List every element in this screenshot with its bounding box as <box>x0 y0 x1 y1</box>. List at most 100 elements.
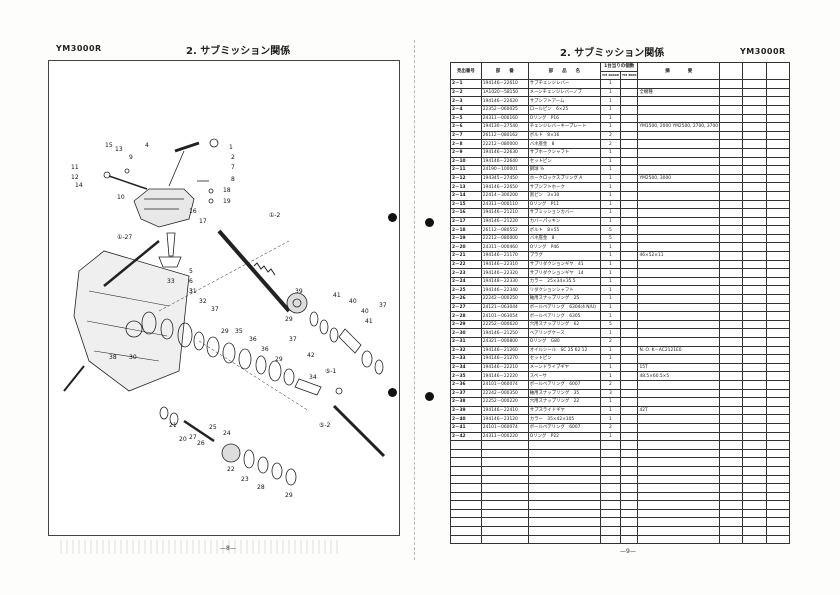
table-cell-blank <box>719 285 744 296</box>
table-cell-blank <box>765 130 791 141</box>
model-label: YM3000R <box>740 47 786 56</box>
table-cell-blank <box>765 190 791 201</box>
table-cell-blank <box>619 508 639 519</box>
table-row-empty <box>450 465 791 476</box>
callout: 41 <box>365 318 373 325</box>
table-cell-blank <box>742 208 767 218</box>
table-cell-blank <box>742 371 767 381</box>
table-cell: 2－2 <box>450 87 482 98</box>
table-cell: カバーパッキン <box>527 216 602 227</box>
table-cell-blank <box>765 87 791 98</box>
table-cell-blank <box>765 276 791 287</box>
table-cell: 2－24 <box>450 276 482 287</box>
callout: 32 <box>199 298 207 305</box>
callout: 12 <box>71 174 79 181</box>
table-cell-blank <box>719 483 744 493</box>
table-cell <box>637 242 721 253</box>
table-cell: 1 <box>600 268 621 278</box>
table-cell: 軸用スナップリング 25 <box>527 294 602 304</box>
table-cell: リダクションシャフト <box>527 285 602 296</box>
table-cell <box>637 302 721 313</box>
table-cell: ホークロックスプリング A <box>527 173 602 184</box>
table-cell-blank <box>719 104 744 115</box>
table-cell: 鋼球 ⅜ <box>527 165 602 175</box>
table-cell-blank <box>480 517 529 528</box>
section-title: 2. サブミッション関係 <box>560 48 665 59</box>
table-cell-blank <box>527 457 602 467</box>
table-cell <box>619 216 639 227</box>
table-cell <box>619 422 639 433</box>
table-cell <box>637 431 721 442</box>
table-cell-blank <box>450 440 482 450</box>
callout: 35 <box>235 328 243 335</box>
table-cell-blank <box>742 345 767 356</box>
table-cell-blank <box>637 534 721 545</box>
table-cell: 1 <box>600 397 621 407</box>
table-cell-blank <box>600 517 621 528</box>
table-cell-blank <box>765 268 791 278</box>
table-cell-blank <box>719 130 744 141</box>
table-cell-blank <box>480 483 529 493</box>
table-cell-blank <box>600 500 621 510</box>
table-cell-blank <box>765 371 791 381</box>
table-cell: 22212－080000 <box>480 233 529 244</box>
table-cell: 1 <box>600 276 621 287</box>
table-cell <box>619 182 639 192</box>
table-cell: 穴用スナップリング 62 <box>527 319 602 330</box>
col-ref: 見出番号 <box>450 61 482 81</box>
table-cell: 24311－000160 <box>480 113 529 124</box>
table-cell-blank <box>742 302 767 313</box>
table-cell-blank <box>742 96 767 106</box>
table-cell: 24311－000460 <box>480 242 529 253</box>
callout: ⑤-2 <box>319 422 331 429</box>
callout: 37 <box>211 306 219 313</box>
table-cell-blank <box>765 216 791 227</box>
table-cell-blank <box>742 199 767 210</box>
table-cell: 5 <box>600 225 621 235</box>
callout: 17 <box>199 218 207 225</box>
table-cell-blank <box>719 328 744 338</box>
table-cell: サブシフトホーク <box>527 182 602 192</box>
table-cell-blank <box>765 397 791 407</box>
table-cell-blank <box>742 379 767 390</box>
table-cell: サブリダクションギヤ 41 <box>527 259 602 270</box>
callout: 21 <box>169 422 177 429</box>
table-cell-blank <box>719 440 744 450</box>
table-cell: 22352－060025 <box>480 104 529 115</box>
table-cell: 1 <box>600 156 621 167</box>
callout: ①-2 <box>269 212 281 219</box>
table-cell <box>637 156 721 167</box>
table-cell-blank <box>480 526 529 536</box>
table-cell-blank <box>765 474 791 485</box>
col-remarks: 摘 要 <box>637 61 721 81</box>
table-cell <box>637 79 721 89</box>
table-cell: 22252－000620 <box>480 319 529 330</box>
binder-hole <box>425 392 434 401</box>
table-cell-blank <box>480 534 529 545</box>
table-cell: サブスライドギヤ <box>527 405 602 416</box>
table-cell-blank <box>450 517 482 528</box>
table-cell-blank <box>637 526 721 536</box>
table-cell-blank <box>765 113 791 124</box>
table-cell-blank <box>742 276 767 287</box>
col-qty1: YM 2000R <box>600 70 621 81</box>
table-cell <box>619 311 639 321</box>
table-cell-blank <box>765 104 791 115</box>
table-cell: 5 <box>600 319 621 330</box>
col-qty-group: 1台当りの個数 <box>600 62 639 72</box>
table-cell-blank <box>742 190 767 201</box>
table-cell-blank <box>637 483 721 493</box>
table-cell: 2－17 <box>450 216 482 227</box>
table-row-empty <box>450 483 791 493</box>
table-cell <box>637 104 721 115</box>
table-cell <box>619 165 639 175</box>
table-cell-blank <box>637 517 721 528</box>
table-cell-blank <box>742 233 767 244</box>
table-cell-blank <box>450 526 482 536</box>
table-cell: 1 <box>600 354 621 364</box>
